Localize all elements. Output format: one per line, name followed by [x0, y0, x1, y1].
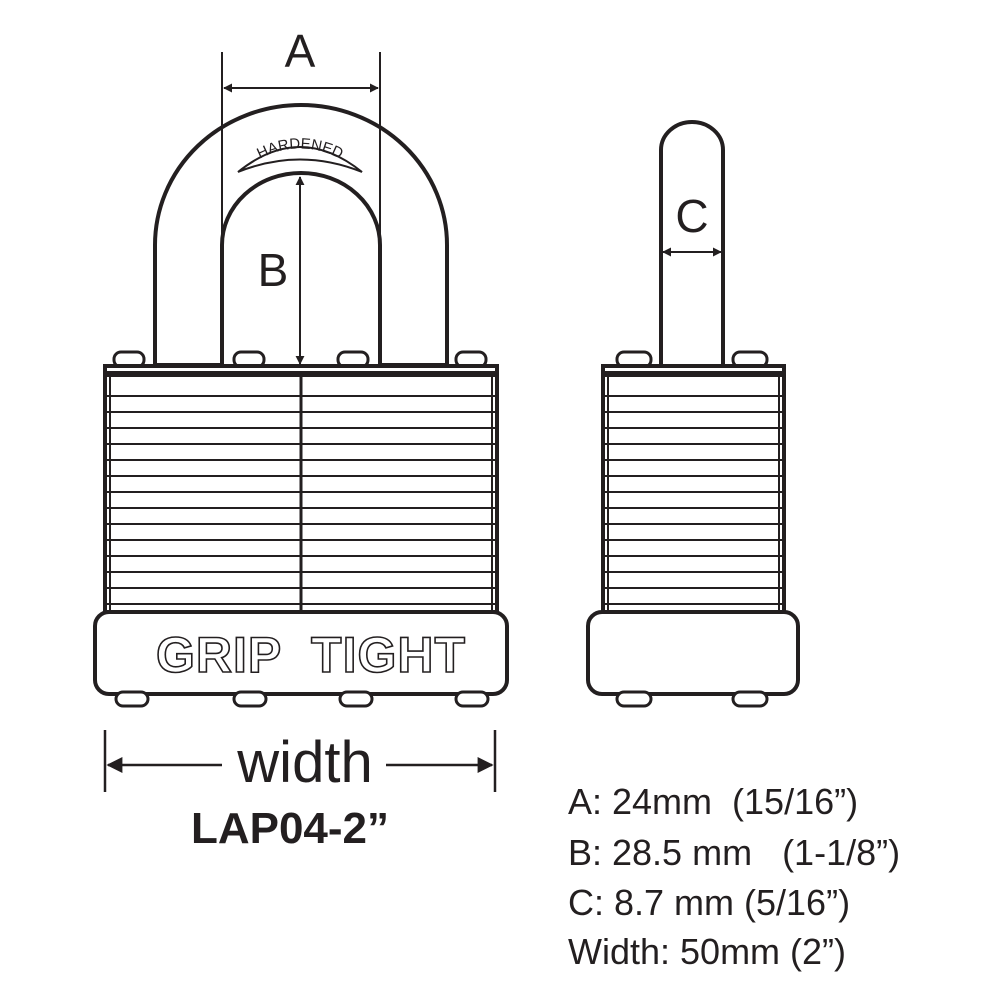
- dimension-a-label: A: [285, 25, 316, 77]
- spec-width: Width: 50mm (2”): [568, 931, 846, 972]
- front-laminations: [105, 371, 497, 612]
- dimension-c-label: C: [675, 190, 708, 242]
- spec-a: A: 24mm (15/16”): [568, 781, 858, 822]
- model-number: LAP04-2”: [191, 804, 389, 853]
- side-view: [586, 120, 800, 708]
- bottom-rivets: [114, 690, 490, 708]
- side-body: [601, 364, 786, 614]
- front-shackle: [153, 103, 449, 367]
- spec-c: C: 8.7 mm (5/16”): [568, 882, 850, 923]
- side-laminations: [603, 371, 784, 612]
- hardened-stamp: HARDENED: [237, 135, 363, 173]
- side-bumper: [586, 610, 800, 696]
- spec-list: A: 24mm (15/16”) B: 28.5 mm (1-1/8”) C: …: [568, 781, 900, 972]
- brand-text: GRIP TIGHT: [156, 627, 466, 683]
- dimension-b-label: B: [258, 244, 289, 296]
- hardened-stamp-text: HARDENED: [254, 135, 346, 162]
- dimension-width: [103, 730, 497, 792]
- dimension-width-label: width: [236, 730, 372, 795]
- front-bumper: [93, 610, 509, 696]
- svg-text:HARDENED: HARDENED: [254, 135, 346, 162]
- front-view: HARDENED: [93, 103, 509, 708]
- spec-b: B: 28.5 mm (1-1/8”): [568, 832, 900, 873]
- dimension-a: [221, 52, 381, 360]
- side-shackle: [659, 120, 725, 364]
